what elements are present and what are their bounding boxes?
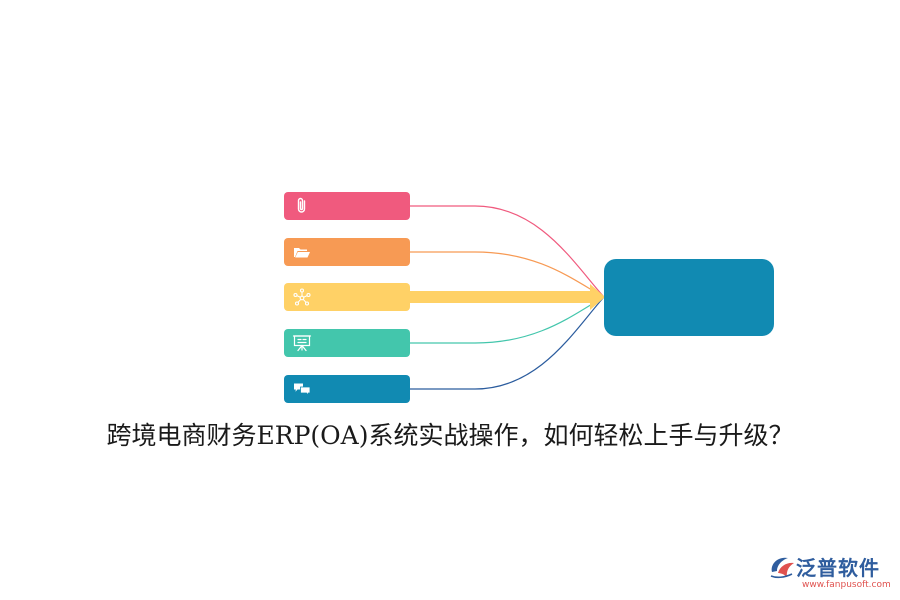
chat-bubbles-icon xyxy=(294,383,311,397)
left-node-2 xyxy=(284,238,410,266)
brand-url: www.fanpusoft.com xyxy=(802,580,891,590)
arrow-shaft xyxy=(410,291,592,303)
connector-line xyxy=(410,296,605,344)
connector-line xyxy=(410,251,605,298)
central-node xyxy=(604,259,774,336)
connector-line xyxy=(410,205,605,298)
brand-mark-icon xyxy=(770,557,794,579)
brand-name: 泛普软件 xyxy=(796,556,880,580)
highlight-arrow xyxy=(410,284,605,310)
network-icon xyxy=(293,288,311,306)
connector-line xyxy=(410,296,605,390)
arrow-head xyxy=(590,284,605,310)
diagram-title: 跨境电商财务ERP(OA)系统实战操作，如何轻松上手与升级？ xyxy=(106,421,794,450)
left-node-1 xyxy=(284,192,410,220)
left-node-3 xyxy=(284,283,410,311)
paperclip-icon xyxy=(297,197,306,213)
folder-open-icon xyxy=(294,248,310,258)
left-node-4 xyxy=(284,329,410,357)
left-node-5 xyxy=(284,375,410,403)
brand-logo: 泛普软件 www.fanpusoft.com xyxy=(768,552,892,594)
presentation-icon xyxy=(292,335,312,352)
